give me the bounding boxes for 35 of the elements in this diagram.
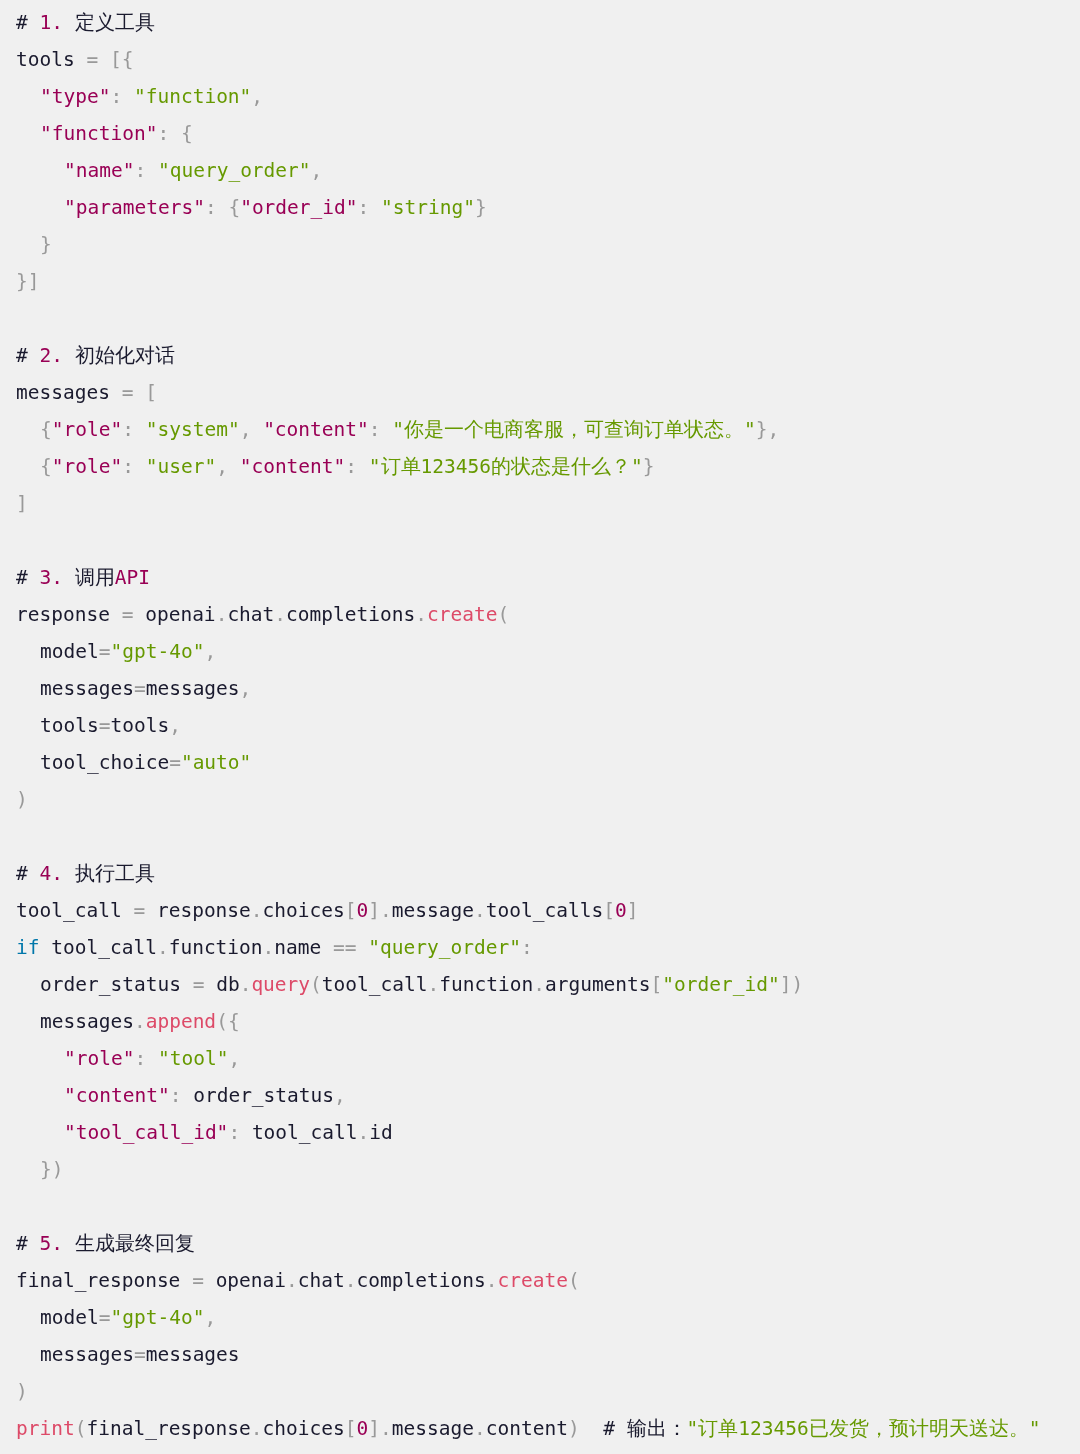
- code-line: }): [40, 1157, 64, 1183]
- code-line: {"role": "user", "content": "订单123456的状态是什么？"}: [40, 454, 655, 480]
- code-comment: # 4. 执行工具: [16, 861, 155, 887]
- code-line: "name": "query_order",: [64, 158, 323, 184]
- code-line: "type": "function",: [40, 84, 264, 110]
- code-line: "parameters": {"order_id": "string"}: [64, 195, 487, 221]
- code-line: ): [16, 1379, 28, 1405]
- code-line: ): [16, 787, 28, 813]
- code-line: }]: [16, 269, 40, 295]
- code-line: final_response = openai.chat.completions.create(: [16, 1268, 580, 1294]
- code-line: if tool_call.function.name == "query_order":: [16, 935, 533, 961]
- code-line: model="gpt-4o",: [40, 1305, 217, 1331]
- code-line: "role": "tool",: [64, 1046, 241, 1072]
- code-line: model="gpt-4o",: [40, 639, 217, 665]
- code-line: messages=messages: [40, 1342, 240, 1368]
- code-line: tool_choice="auto": [40, 750, 252, 776]
- code-line: tool_call = response.choices[0].message.tool_calls[0]: [16, 898, 639, 924]
- code-line: order_status = db.query(tool_call.function.arguments["order_id"]): [40, 972, 804, 998]
- code-line: print(final_response.choices[0].message.content) # 输出："订单123456已发货，预计明天送达。": [16, 1416, 1041, 1442]
- code-comment: # 5. 生成最终回复: [16, 1231, 195, 1257]
- code-line: "tool_call_id": tool_call.id: [64, 1120, 393, 1146]
- code-comment: # 1. 定义工具: [16, 10, 155, 36]
- code-line: "content": order_status,: [64, 1083, 346, 1109]
- code-line: tools=tools,: [40, 713, 181, 739]
- code-comment: # 3. 调用API: [16, 565, 150, 591]
- code-line: messages.append({: [40, 1009, 240, 1035]
- code-line: messages = [: [16, 380, 157, 406]
- code-line: tools = [{: [16, 47, 134, 73]
- code-line: messages=messages,: [40, 676, 252, 702]
- code-comment: # 2. 初始化对话: [16, 343, 175, 369]
- code-line: ]: [16, 491, 28, 517]
- code-line: "function": {: [40, 121, 193, 147]
- code-line: {"role": "system", "content": "你是一个电商客服，可查询订单状态。"},: [40, 417, 780, 443]
- code-line: }: [40, 232, 52, 258]
- code-line: response = openai.chat.completions.create(: [16, 602, 510, 628]
